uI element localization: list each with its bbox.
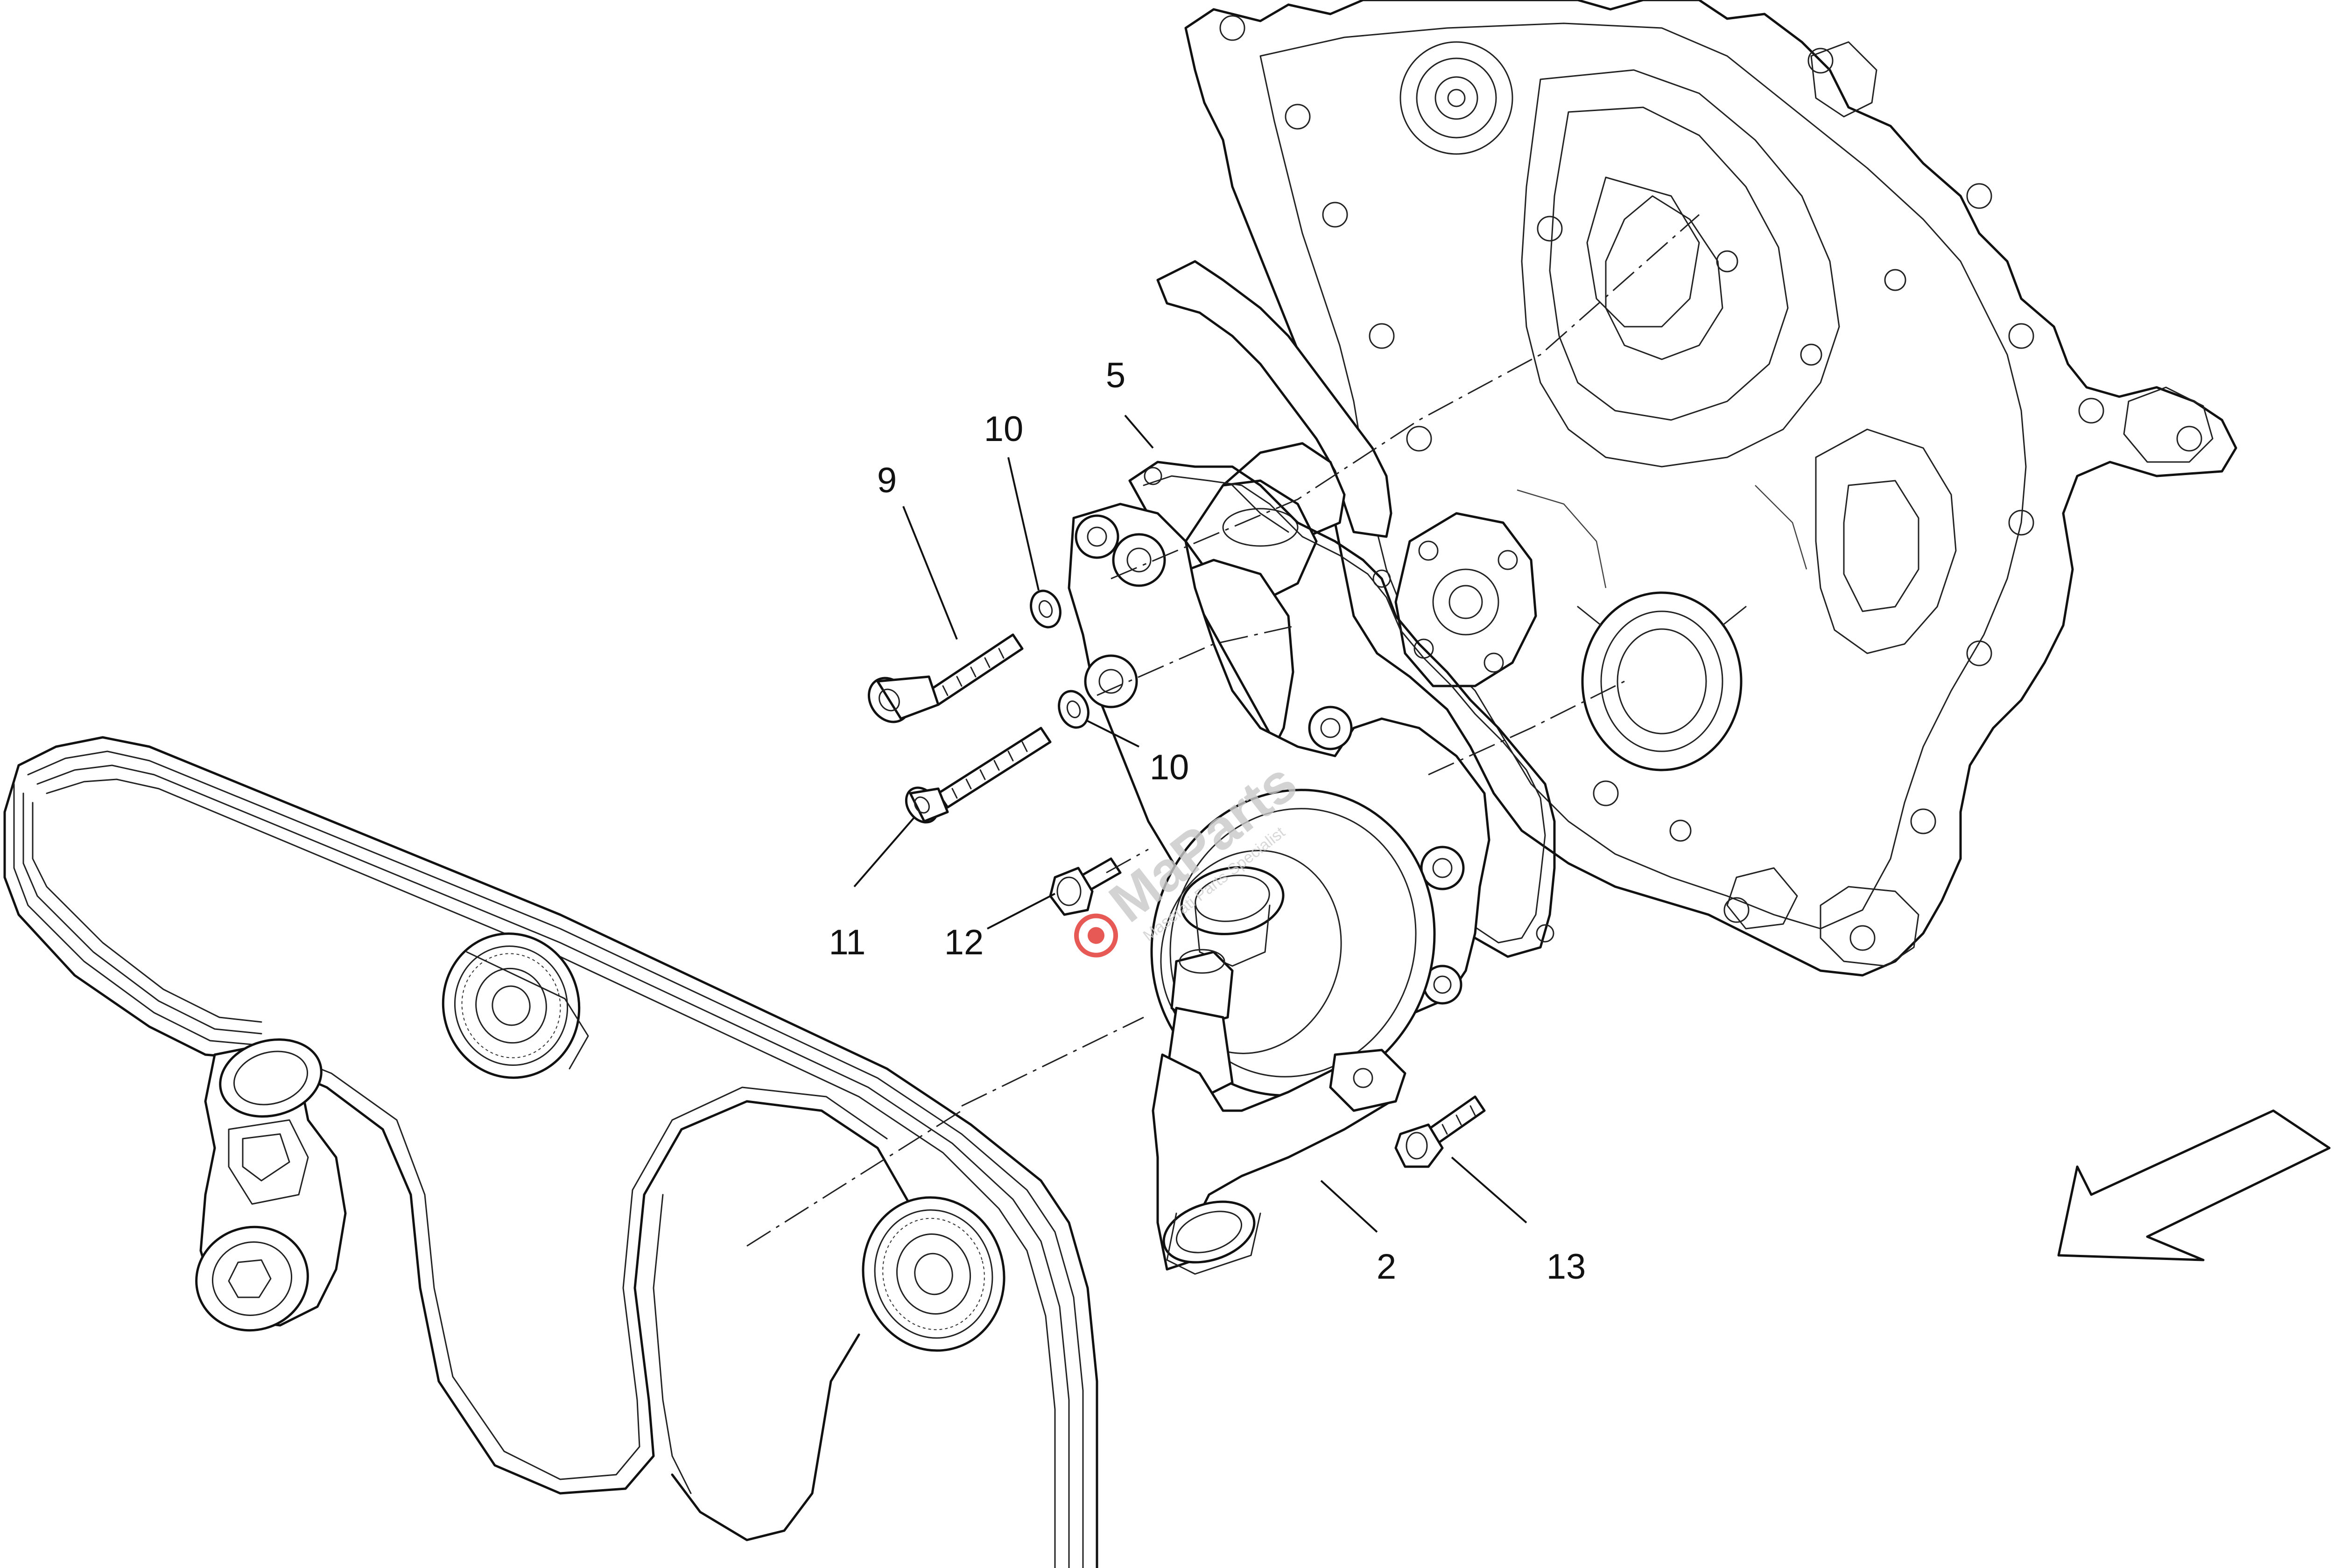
callout-13: 13 bbox=[1547, 1247, 1586, 1287]
front-direction-arrow-icon bbox=[2057, 1109, 2331, 1261]
callout-5: 5 bbox=[1106, 356, 1125, 395]
washer-10-upper bbox=[1030, 589, 1062, 629]
idler-pulley-lower bbox=[862, 1196, 1005, 1352]
callout-11: 11 bbox=[829, 923, 866, 962]
callout-10-lower: 10 bbox=[1150, 748, 1189, 787]
bolt-13 bbox=[1394, 1095, 1486, 1168]
watermark-logo-icon bbox=[1074, 913, 1118, 958]
callout-2: 2 bbox=[1377, 1247, 1396, 1287]
centerlines bbox=[746, 214, 1700, 1247]
callout-leaders bbox=[853, 414, 1527, 1233]
washer-10-lower bbox=[1058, 690, 1090, 729]
bolt-9 bbox=[867, 633, 1024, 723]
water-pump bbox=[1068, 503, 1490, 1275]
bolt-11 bbox=[905, 727, 1052, 824]
timing-cover bbox=[1184, 0, 2237, 977]
callout-12: 12 bbox=[944, 923, 984, 962]
callout-9: 9 bbox=[877, 461, 897, 500]
belt-tensioner bbox=[195, 1038, 347, 1332]
bolt-12 bbox=[1049, 857, 1122, 916]
accessory-belt bbox=[3, 736, 1098, 1568]
callout-10-upper: 10 bbox=[984, 409, 1024, 449]
idler-pulley-upper bbox=[442, 932, 589, 1079]
